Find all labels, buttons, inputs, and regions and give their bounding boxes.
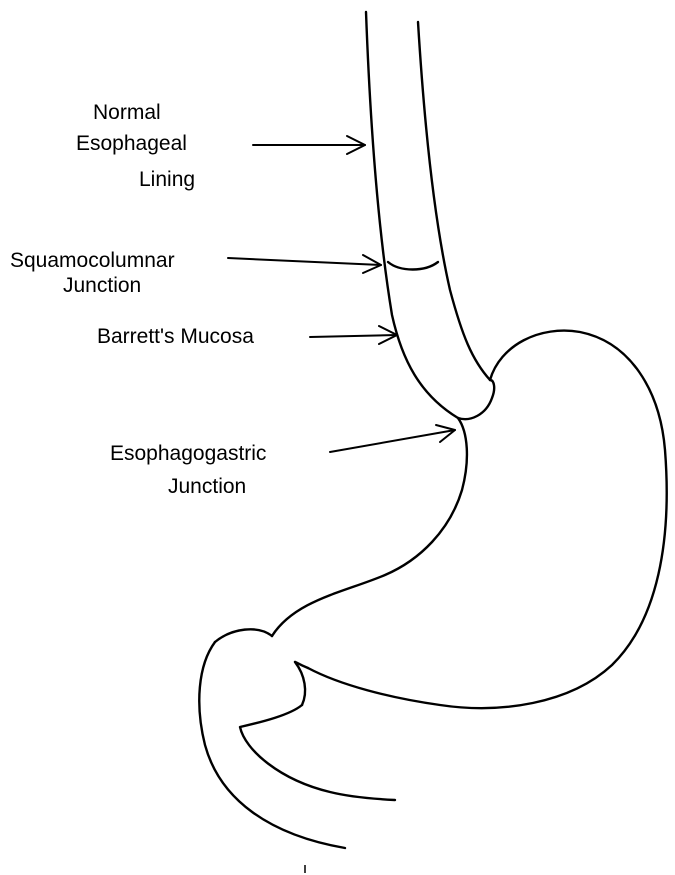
stomach-greater-curvature: [308, 331, 667, 708]
label-normal-line3: Lining: [139, 168, 195, 191]
label-barretts-mucosa: Barrett's Mucosa: [97, 325, 254, 348]
label-esogastric-line1: Esophagogastric: [110, 442, 266, 465]
label-normal-line2: Esophageal: [76, 132, 187, 155]
arrow-squamocolumnar-junction: [228, 255, 381, 273]
pyloric-sphincter: [295, 662, 305, 705]
label-normal-esophageal-lining: Normal Esophageal Lining: [76, 101, 195, 191]
esophagus-left-wall: [366, 12, 458, 418]
esophagus-right-wall: [418, 22, 490, 380]
duodenum-outer-wall: [199, 642, 345, 848]
label-squamocolumnar-junction: Squamocolumnar Junction: [10, 249, 175, 297]
arrow-esophagogastric-junction: [330, 425, 455, 452]
label-squamo-line1: Squamocolumnar: [10, 249, 175, 272]
arrow-normal-lining: [253, 136, 365, 154]
esophagogastric-ring: [458, 380, 494, 419]
pyloric-bulge: [215, 629, 272, 642]
label-esophagogastric-junction: Esophagogastric Junction: [110, 442, 266, 498]
label-esogastric-line2: Junction: [168, 475, 246, 498]
duodenum: [199, 642, 395, 848]
stomach-lesser-curvature: [272, 418, 467, 636]
arrow-barretts-mucosa: [310, 326, 397, 344]
esophagus: [366, 12, 490, 418]
label-normal-line1: Normal: [93, 101, 161, 124]
squamocolumnar-junction-line: [388, 262, 438, 270]
stomach: [215, 331, 667, 708]
label-squamo-line2: Junction: [63, 274, 141, 297]
duodenum-inner-wall: [240, 705, 395, 800]
